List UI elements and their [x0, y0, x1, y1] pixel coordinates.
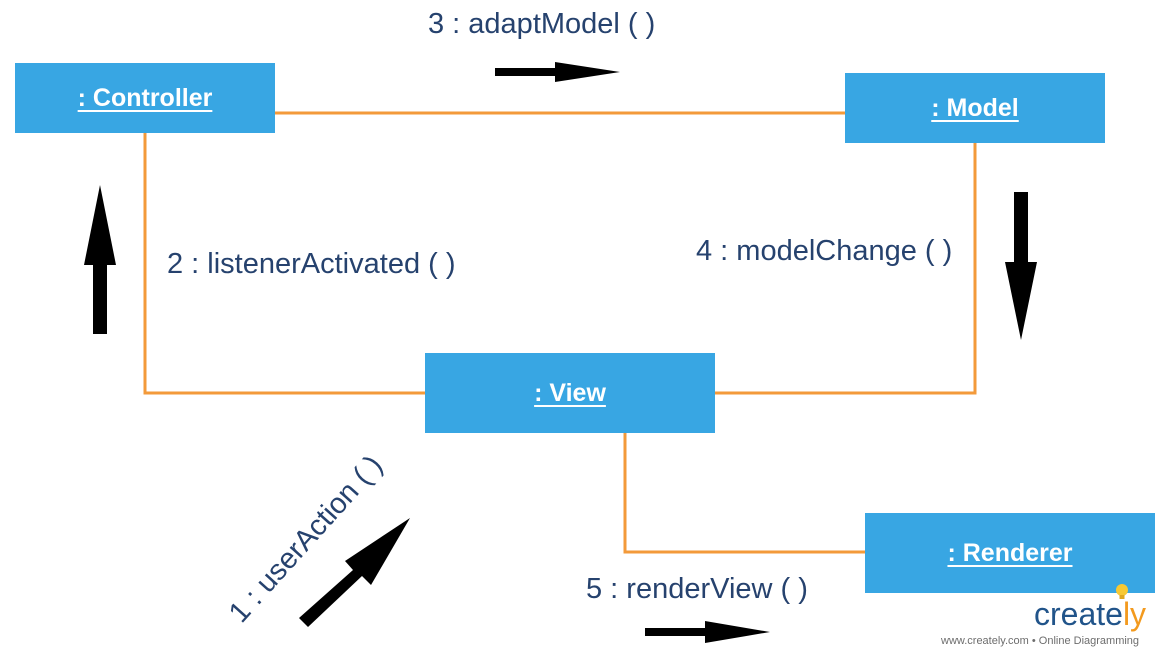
- creately-logo[interactable]: creately: [1034, 596, 1146, 633]
- arrow-user-action: [299, 518, 410, 627]
- lightbulb-icon: [1116, 584, 1128, 599]
- view-label: : View: [534, 378, 606, 407]
- link-view-renderer: [623, 433, 865, 554]
- creately-tagline: www.creately.com • Online Diagramming: [941, 635, 1140, 647]
- controller-label: : Controller: [77, 83, 213, 112]
- arrow-model-change: [1005, 192, 1037, 340]
- arrow-listener-activated: [84, 185, 116, 334]
- logo-main-text: create: [1034, 596, 1123, 632]
- model-object[interactable]: : Model: [845, 73, 1105, 143]
- message-listener-activated: 2 : listenerActivated ( ): [167, 248, 456, 280]
- message-adapt-model: 3 : adaptModel ( ): [428, 8, 656, 40]
- view-object[interactable]: : View: [425, 353, 715, 433]
- renderer-object[interactable]: : Renderer: [865, 513, 1155, 593]
- renderer-label: : Renderer: [947, 538, 1073, 567]
- arrow-render-view: [645, 621, 770, 643]
- logo-accent-text: ly: [1122, 596, 1147, 632]
- link-model-view: [715, 143, 977, 395]
- message-render-view: 5 : renderView ( ): [586, 573, 808, 605]
- model-label: : Model: [931, 93, 1019, 122]
- controller-object[interactable]: : Controller: [15, 63, 275, 133]
- link-controller-view: [143, 133, 425, 395]
- arrow-adapt-model: [495, 62, 620, 82]
- message-model-change: 4 : modelChange ( ): [696, 235, 953, 267]
